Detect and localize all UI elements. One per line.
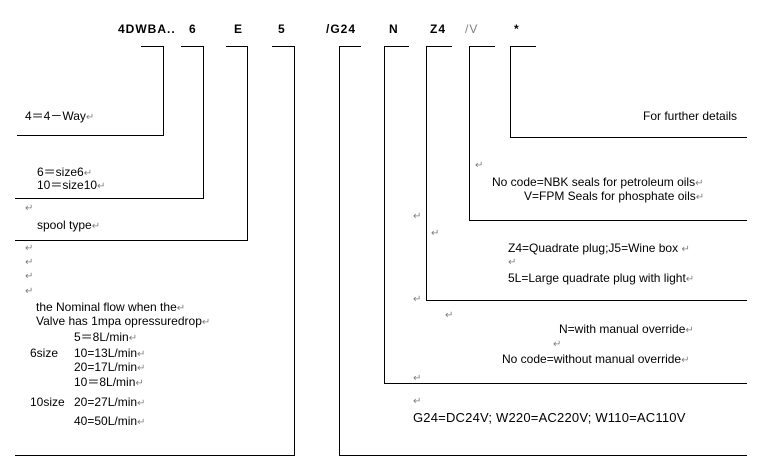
flow-group-label: 6size	[30, 346, 59, 360]
bracket-spool-top	[226, 46, 247, 47]
return-mark: ↵	[413, 373, 422, 384]
seal-description-nbk: No code=NBK seals for petroleum oils↵	[492, 175, 704, 190]
bracket-plug-bottom	[426, 300, 747, 301]
code-flow: 5	[278, 22, 286, 36]
bracket-extra-top	[510, 46, 536, 47]
flow-group-label: 10size	[30, 395, 65, 409]
return-mark: ↵	[25, 257, 34, 268]
return-mark: ↵	[25, 286, 34, 297]
bracket-seal-vertical	[469, 46, 470, 221]
override-description-none: No code=without manual override↵	[502, 352, 690, 367]
plug-description-z4: Z4=Quadrate plug;J5=Wine box ↵	[508, 241, 690, 256]
plug-description-5l: 5L=Large quadrate plug with light↵	[508, 271, 695, 286]
return-mark: ↵	[25, 243, 34, 254]
bracket-spool-bottom	[15, 240, 248, 241]
extra-description: For further details	[643, 109, 738, 123]
size-description-6: 6＝size6↵	[37, 165, 93, 180]
bracket-extra-bottom	[510, 137, 747, 138]
bracket-flow-bottom	[15, 455, 295, 456]
return-mark: ↵	[475, 160, 484, 171]
code-seal: /V	[465, 22, 479, 36]
bracket-plug-vertical	[426, 46, 427, 301]
bracket-flow-vertical	[294, 46, 295, 456]
return-mark: ↵	[413, 294, 422, 305]
bracket-extra-vertical	[510, 46, 511, 138]
bracket-way-bottom	[17, 135, 164, 136]
bracket-seal-top	[469, 46, 495, 47]
bracket-flow-top	[272, 46, 294, 47]
flow-row: 20=27L/min↵	[74, 395, 146, 410]
voltage-description: G24=DC24V; W220=AC220V; W110=AC110V	[413, 410, 686, 425]
return-mark: ↵	[445, 310, 454, 321]
bracket-size-top	[181, 46, 203, 47]
size-description-10: 10＝size10↵	[37, 178, 106, 193]
seal-description-fpm: V=FPM Seals for phosphate oils↵	[524, 189, 705, 204]
code-prefix: 4DWBA..	[118, 22, 176, 36]
code-spool: E	[234, 22, 244, 36]
way-description: 4＝4－Way↵	[25, 109, 95, 124]
return-mark: ↵	[508, 257, 517, 268]
bracket-voltage-bottom	[339, 455, 747, 456]
bracket-override-bottom	[384, 383, 747, 384]
bracket-seal-bottom	[469, 220, 747, 221]
return-mark: ↵	[553, 339, 562, 350]
flow-intro-1: the Nominal flow when the↵	[36, 300, 186, 315]
bracket-voltage-vertical	[339, 46, 340, 456]
flow-row: 5＝8L/min↵	[74, 330, 138, 345]
bracket-voltage-top	[339, 46, 361, 47]
code-plug: Z4	[430, 22, 447, 36]
flow-row: 40=50L/min↵	[74, 414, 146, 429]
flow-row: 10=13L/min↵	[74, 346, 146, 361]
return-mark: ↵	[431, 228, 440, 239]
flow-intro-2: Valve has 1mpa opressuredrop↵	[36, 314, 211, 329]
code-size: 6	[189, 22, 197, 36]
flow-row: 10＝8L/min↵	[74, 375, 144, 390]
return-mark: ↵	[25, 203, 34, 214]
bracket-override-vertical	[384, 46, 385, 384]
code-override: N	[389, 22, 399, 36]
flow-row: 20=17L/min↵	[74, 360, 146, 375]
bracket-way-vertical	[163, 46, 164, 136]
code-voltage: /G24	[326, 22, 357, 36]
bracket-override-top	[384, 46, 409, 47]
return-mark: ↵	[413, 211, 422, 222]
return-mark: ↵	[25, 271, 34, 282]
bracket-way-top	[141, 46, 163, 47]
bracket-size-bottom	[15, 198, 204, 199]
code-extra: *	[514, 22, 520, 36]
spool-description: spool type↵	[37, 218, 101, 233]
bracket-spool-vertical	[247, 46, 248, 241]
bracket-plug-top	[426, 46, 452, 47]
bracket-size-vertical	[203, 46, 204, 199]
return-mark: ↵	[413, 396, 422, 407]
override-description-n: N=with manual override↵	[559, 322, 694, 337]
